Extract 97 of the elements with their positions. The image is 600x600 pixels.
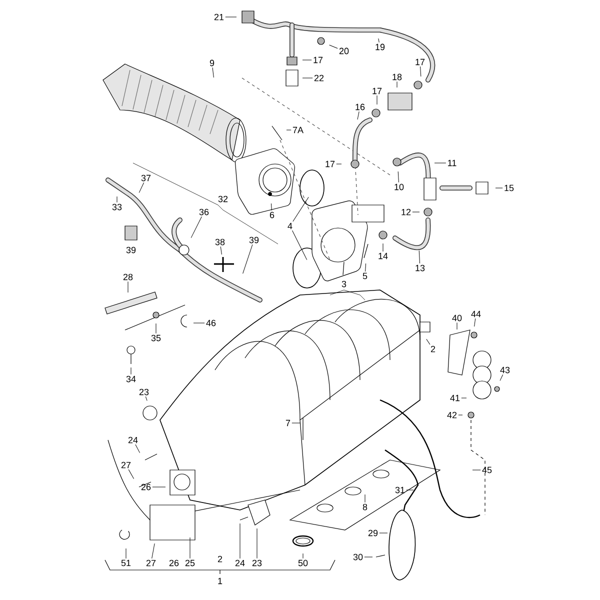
- callout-number: 24: [128, 436, 138, 444]
- leader-line: [256, 528, 258, 559]
- callout-number: 32: [218, 196, 228, 202]
- callout-number: 50: [298, 560, 308, 566]
- leader-line: [418, 250, 420, 264]
- leader-line: [329, 44, 338, 49]
- callout-number: 16: [356, 104, 365, 110]
- leader-line: [225, 16, 237, 18]
- leader-line: [292, 230, 308, 260]
- callout-number: 6: [270, 212, 274, 218]
- callout-number: 45: [482, 466, 492, 474]
- leader-line: [357, 111, 360, 120]
- callout-number: 22: [314, 74, 324, 82]
- callout-number: 9: [210, 60, 214, 66]
- leader-line: [130, 367, 132, 375]
- callout-number: 2: [430, 346, 436, 352]
- callout-number: 17: [326, 160, 335, 168]
- leader-line: [302, 553, 304, 559]
- leader-line: [396, 81, 398, 88]
- callout-number: 2: [218, 556, 222, 562]
- leader-line: [420, 66, 422, 77]
- callout-number: 39: [249, 236, 259, 244]
- leader-line: [152, 486, 166, 488]
- leader-line: [193, 322, 205, 324]
- callout-number: 30: [353, 554, 363, 560]
- callout-number: 5: [362, 272, 368, 280]
- callout-number: 51: [121, 560, 131, 566]
- leader-line: [135, 444, 140, 454]
- callout-number: 18: [392, 74, 402, 80]
- callout-number: 8: [362, 504, 368, 510]
- callout-number: 14: [378, 252, 388, 260]
- leader-line: [152, 543, 155, 559]
- leader-line: [500, 374, 504, 381]
- callout-number: 28: [123, 274, 133, 280]
- leader-line: [398, 171, 399, 183]
- callout-number: 7: [286, 420, 290, 426]
- callout-number: 37: [141, 174, 151, 182]
- leader-line: [456, 322, 458, 330]
- callout-number: 7A: [292, 126, 304, 134]
- leader-line: [382, 243, 384, 252]
- leader-line: [376, 95, 378, 105]
- callout-number: 43: [500, 366, 510, 374]
- leader-line: [434, 162, 446, 164]
- leader-line: [364, 494, 366, 503]
- callout-number: 38: [215, 238, 225, 246]
- callout-number: 12: [402, 208, 411, 216]
- callout-number: 26: [169, 560, 179, 566]
- callout-number: 20: [339, 48, 349, 54]
- leader-line: [426, 338, 430, 345]
- callout-number: 3: [342, 280, 346, 288]
- leader-line: [474, 318, 476, 327]
- callout-number: 31: [395, 486, 405, 494]
- callout-number: 15: [504, 184, 514, 192]
- callout-number: 34: [126, 376, 136, 382]
- callout-number: 26: [141, 484, 151, 490]
- callout-number: 40: [452, 314, 462, 322]
- callout-number: 23: [252, 560, 262, 566]
- leader-line: [116, 196, 118, 203]
- callout-number: 21: [214, 14, 224, 20]
- callout-number: 17: [416, 58, 425, 66]
- leader-line: [220, 246, 222, 255]
- callout-number: 11: [448, 160, 456, 166]
- callout-number: 44: [471, 310, 481, 318]
- callout-number: 17: [372, 88, 382, 94]
- callout-number: 39: [126, 246, 136, 254]
- callout-number: 24: [235, 560, 245, 566]
- callout-number: 10: [394, 184, 404, 190]
- leader-line: [128, 469, 134, 480]
- callout-number: 27: [146, 560, 156, 566]
- callout-number: 17: [314, 56, 323, 64]
- leader-line: [378, 38, 380, 43]
- leader-line: [292, 196, 309, 222]
- callout-number: 1: [218, 578, 222, 584]
- leader-line: [292, 422, 301, 424]
- leader-line: [145, 396, 148, 401]
- leader-line: [190, 216, 202, 238]
- callout-number: 33: [112, 204, 122, 210]
- leader-line: [365, 263, 366, 272]
- callout-number: 19: [376, 44, 385, 50]
- leader-line: [379, 532, 388, 534]
- leader-line: [270, 203, 272, 211]
- callout-number: 4: [288, 222, 292, 230]
- callout-number: 35: [151, 334, 161, 342]
- callout-number: 27: [121, 462, 131, 468]
- leader-line: [458, 414, 463, 416]
- leader-line: [212, 67, 214, 78]
- callout-number: 23: [139, 388, 149, 396]
- callout-number: 25: [185, 560, 195, 566]
- callout-number: 42: [447, 412, 457, 418]
- callout-number: 29: [368, 530, 378, 536]
- leader-line: [242, 244, 253, 274]
- callout-number: 13: [416, 264, 425, 272]
- callout-number: 36: [199, 208, 209, 216]
- leader-line: [138, 182, 144, 193]
- callout-number: 41: [450, 394, 460, 402]
- leader-line: [364, 556, 373, 558]
- callout-number: 46: [206, 320, 216, 326]
